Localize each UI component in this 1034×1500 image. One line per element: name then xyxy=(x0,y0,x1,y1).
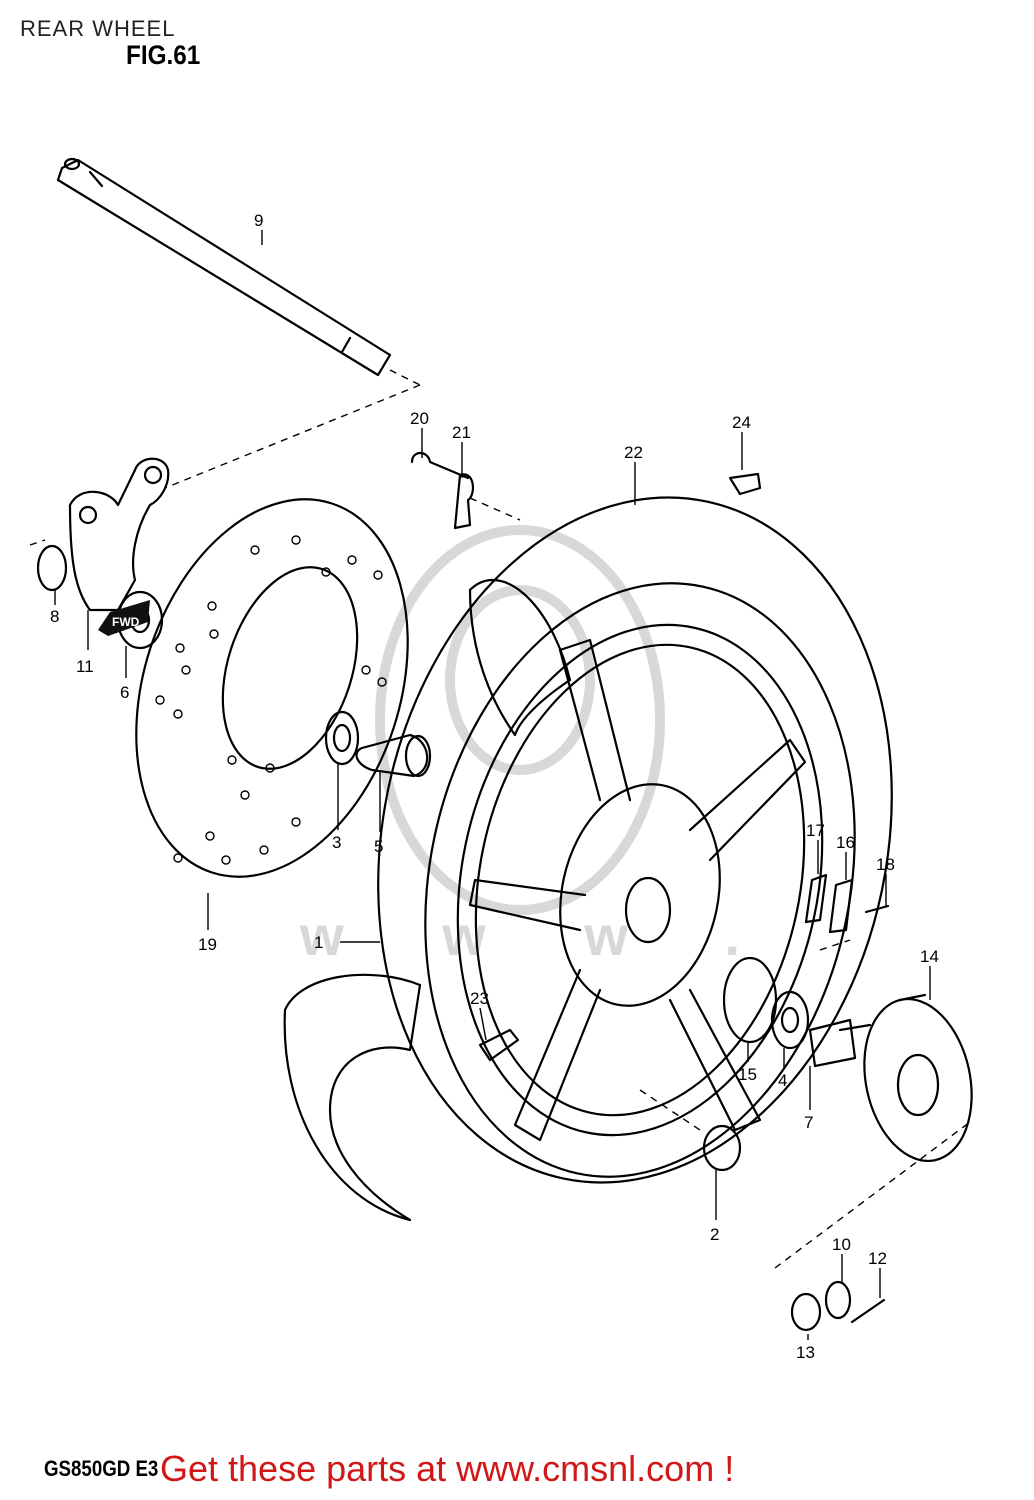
plate-16 xyxy=(828,878,854,934)
brake-disc xyxy=(135,498,409,878)
callout-14: 14 xyxy=(920,947,939,966)
callout-2: 2 xyxy=(710,1225,719,1244)
wheel-rim xyxy=(456,623,824,1142)
callout-16: 16 xyxy=(836,833,855,852)
page-title: REAR WHEEL xyxy=(20,16,176,41)
bearing-4 xyxy=(770,990,810,1050)
callout-22: 22 xyxy=(624,443,643,462)
balancer-weight-24 xyxy=(728,472,762,496)
spacer-8 xyxy=(36,544,68,592)
callout-3: 3 xyxy=(332,833,341,852)
callout-1: 1 xyxy=(314,933,323,952)
assembly-guide-lines xyxy=(29,369,971,1269)
o-ring-15 xyxy=(722,956,778,1044)
callout-10: 10 xyxy=(832,1235,851,1254)
forward-direction-badge: FWD xyxy=(98,600,150,636)
lock-plate-17 xyxy=(804,873,828,924)
callout-6: 6 xyxy=(120,683,129,702)
caliper-bracket xyxy=(68,457,170,612)
figure-label: FIG.61 xyxy=(126,40,201,70)
callout-17: 17 xyxy=(806,821,825,840)
callout-20: 20 xyxy=(410,409,429,428)
lock-plate-21 xyxy=(453,473,475,530)
rear-axle xyxy=(56,157,392,377)
callout-23: 23 xyxy=(470,989,489,1008)
cotter-pin-12 xyxy=(850,1298,886,1324)
callout-11: 11 xyxy=(76,657,94,676)
callout-12: 12 xyxy=(868,1249,887,1268)
forward-label: FWD xyxy=(112,615,140,629)
callout-5: 5 xyxy=(374,837,383,856)
damper-2 xyxy=(702,1124,742,1172)
washer-13 xyxy=(790,1292,822,1332)
promo-link[interactable]: Get these parts at www.cmsnl.com ! xyxy=(160,1448,735,1489)
model-code: GS850GD E3 xyxy=(44,1456,159,1481)
bolt-18 xyxy=(864,904,890,914)
callout-19: 19 xyxy=(198,935,217,954)
leader-lines xyxy=(54,230,931,1340)
callout-21: 21 xyxy=(452,423,471,442)
callout-9: 9 xyxy=(254,211,263,230)
callout-labels: 9 20 21 22 24 8 11 6 3 5 19 1 23 2 15 4 … xyxy=(50,211,939,1362)
rear-tire xyxy=(283,496,893,1222)
callout-13: 13 xyxy=(796,1343,815,1362)
callout-7: 7 xyxy=(804,1113,813,1132)
nut-10 xyxy=(824,1280,852,1320)
callout-8: 8 xyxy=(50,607,59,626)
callout-18: 18 xyxy=(876,855,895,874)
callout-15: 15 xyxy=(738,1065,757,1084)
bearing-3 xyxy=(324,710,360,766)
tire-valve xyxy=(478,1028,520,1062)
callout-4: 4 xyxy=(778,1071,787,1090)
sprocket-drum xyxy=(808,993,973,1163)
callout-24: 24 xyxy=(732,413,751,432)
spacer-5 xyxy=(355,733,432,778)
